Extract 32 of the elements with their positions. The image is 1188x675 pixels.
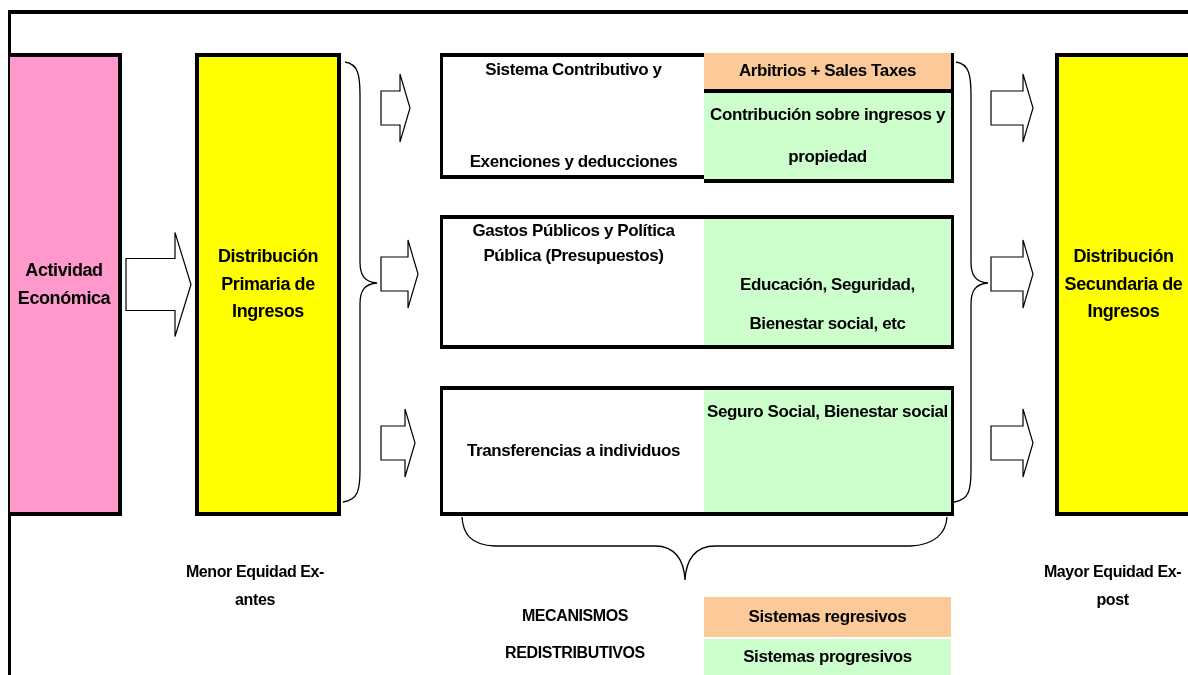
process-box	[10, 53, 122, 516]
node-text: Educación, Seguridad, Bienestar social, etc	[739, 273, 916, 335]
legend-label: Sistemas progresivos	[743, 646, 912, 668]
node-text: Actividad Económica	[16, 258, 112, 310]
node-text: Seguro Social, Bienestar social	[707, 401, 948, 423]
node-text: Sistema Contributivo y	[485, 59, 662, 81]
node-text: Exenciones y deducciones	[469, 150, 678, 173]
cell-box	[704, 386, 954, 516]
cell-box	[704, 215, 954, 349]
node-text: Distribución Primaria de Ingresos	[216, 244, 320, 324]
process-box	[195, 53, 341, 516]
node-text: Distribución Secundaria de Ingresos	[1063, 244, 1184, 324]
block-arrow	[380, 239, 419, 309]
process-box	[440, 215, 951, 349]
node-text: Contribución sobre ingresos y propiedad	[709, 103, 946, 168]
block-arrow	[990, 408, 1034, 478]
node-text: Gastos Públicos y Política Pública (Presupuestos)	[471, 220, 676, 267]
caption-text: Menor Equidad Ex-antes	[184, 562, 326, 610]
block-arrow	[380, 73, 411, 143]
block-arrow	[380, 408, 416, 478]
block-arrow	[125, 231, 192, 338]
node-text: Arbitrios + Sales Taxes	[738, 59, 917, 82]
cell-box	[704, 93, 954, 183]
cell-box	[704, 53, 954, 93]
caption-text: Mayor Equidad Ex-post	[1042, 562, 1183, 610]
block-arrow	[990, 73, 1034, 143]
process-box	[1055, 53, 1188, 516]
process-box	[440, 386, 951, 516]
label-text: MECANISMOS REDISTRIBUTIVOS	[504, 606, 646, 663]
block-arrow	[990, 239, 1034, 309]
node-text: Transferencias a individuos	[466, 439, 681, 462]
legend-label: Sistemas regresivos	[748, 606, 907, 628]
